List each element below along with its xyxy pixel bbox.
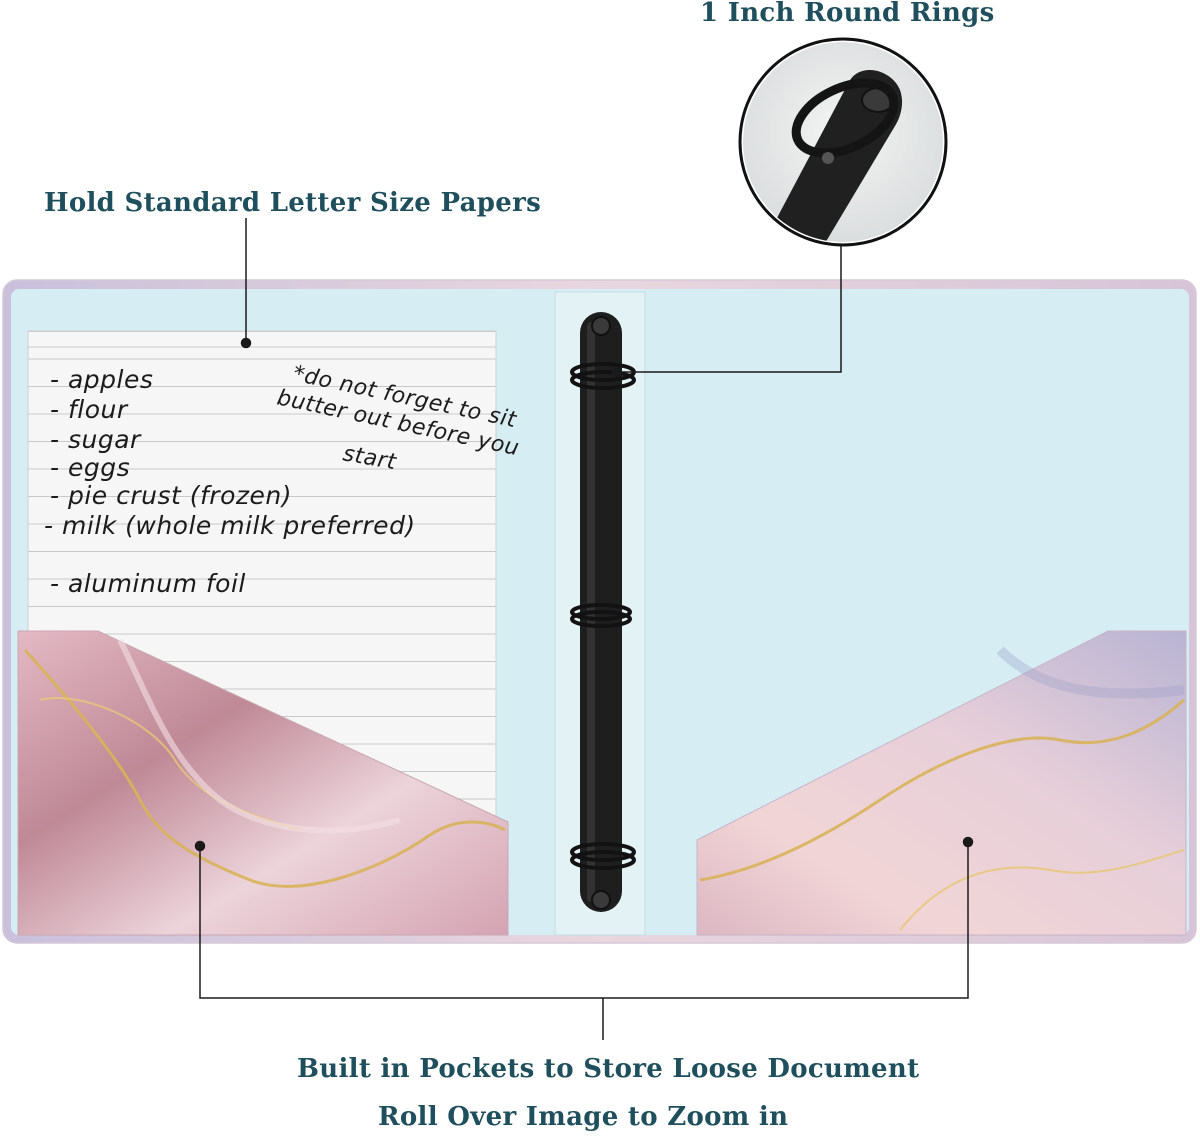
pockets-callout: Built in Pockets to Store Loose Document: [297, 1054, 920, 1084]
list-item: - pie crust (frozen): [50, 481, 292, 510]
zoom-callout[interactable]: Roll Over Image to Zoom in: [378, 1102, 789, 1132]
ring: [570, 603, 632, 628]
list-item: - apples: [50, 365, 153, 394]
ring-mechanism: [570, 312, 636, 912]
list-item: - eggs: [50, 453, 130, 482]
list-item: - sugar: [50, 425, 142, 454]
rings-callout: 1 Inch Round Rings: [700, 0, 995, 28]
left-pocket: [17, 630, 509, 936]
list-item: - aluminum foil: [50, 569, 246, 598]
ring-zoom-detail: [738, 37, 948, 247]
paper-callout: Hold Standard Letter Size Papers: [44, 188, 542, 218]
handwritten-list: - apples - flour - sugar - eggs - pie cr…: [44, 365, 416, 598]
ring: [570, 842, 636, 870]
leader-lines: [194, 218, 974, 1040]
right-pocket: [696, 630, 1187, 936]
list-item: - flour: [50, 395, 129, 424]
list-item: - milk (whole milk preferred): [44, 511, 416, 540]
